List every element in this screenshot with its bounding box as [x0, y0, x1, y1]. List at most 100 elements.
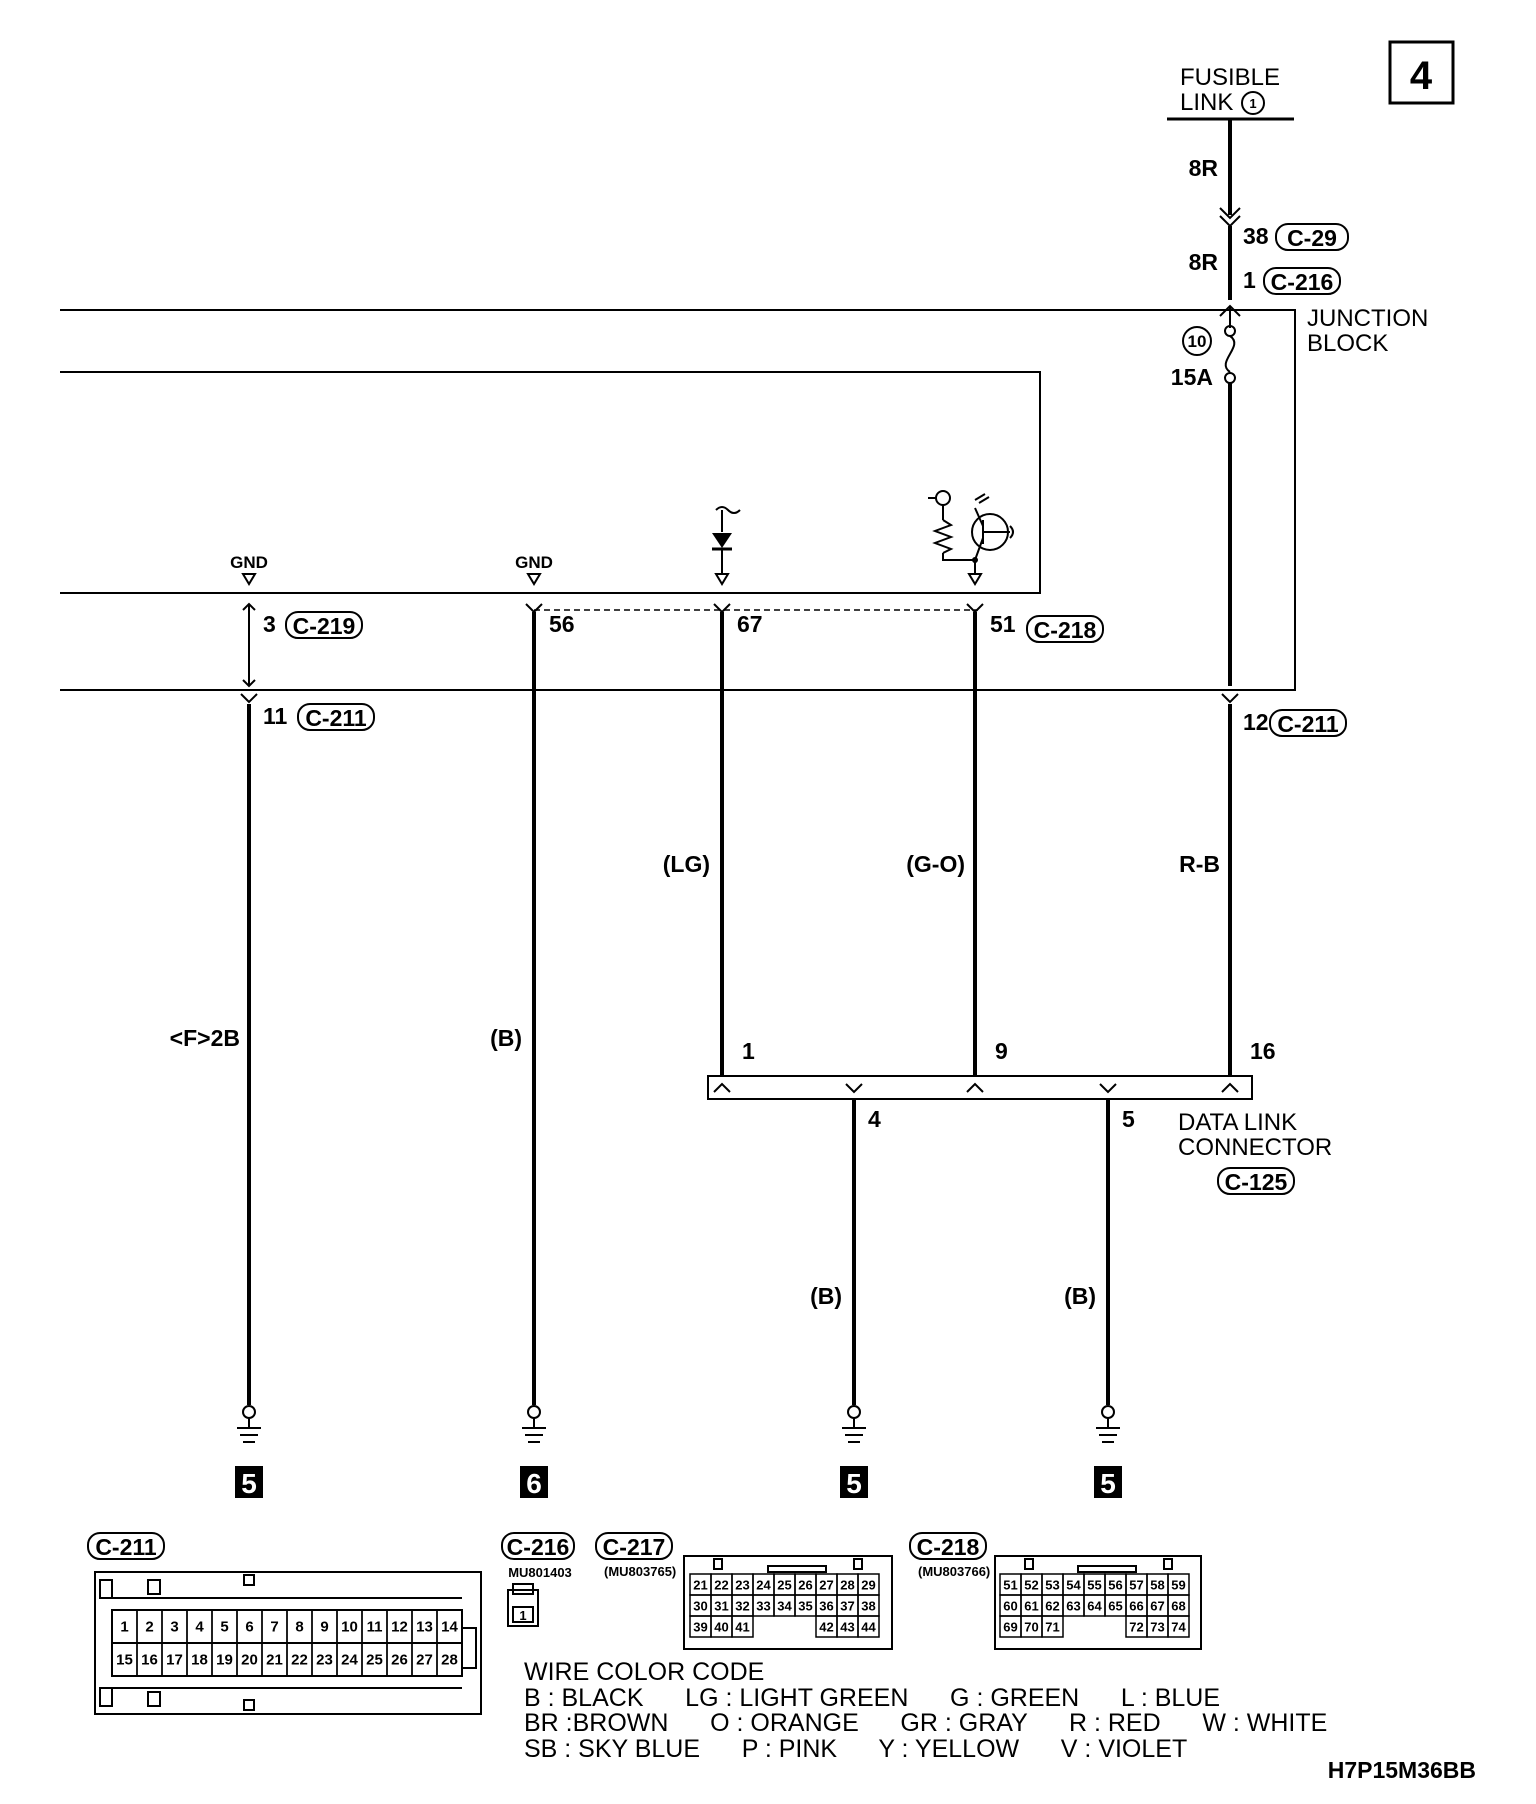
connector-pin-label: 36 — [819, 1599, 833, 1614]
wire-label-dlc-4: (B) — [810, 1283, 842, 1309]
connector-pin-label: 26 — [391, 1652, 408, 1669]
connector-pin-cell — [731, 1615, 754, 1638]
connector-pin-cell — [857, 1615, 880, 1638]
fusible-link-number: 1 — [1249, 96, 1256, 111]
c219-pin-3: 3 — [263, 611, 276, 637]
c219-pin-marker-top — [242, 602, 256, 611]
c218-connector-view — [994, 1555, 1202, 1650]
connector-pin-label: 33 — [756, 1599, 770, 1614]
c217-view-tag-box — [595, 1532, 673, 1560]
connector-pin-label: 22 — [714, 1578, 728, 1593]
c211-tag-box-2 — [1269, 709, 1347, 737]
fuse-number-circle — [1182, 326, 1212, 356]
dlc-pin-5-marker — [1099, 1083, 1117, 1094]
connector-pin-label: 59 — [1171, 1578, 1185, 1593]
fusible-link-label: FUSIBLE — [1180, 64, 1280, 91]
connector-pin-label: 7 — [270, 1619, 278, 1636]
connector-pin-label: 39 — [693, 1620, 707, 1635]
connector-pin-label: 65 — [1108, 1599, 1122, 1614]
connector-pin-label: 20 — [241, 1652, 258, 1669]
connector-pin-label: 29 — [861, 1578, 875, 1593]
connector-pin-label: 58 — [1150, 1578, 1164, 1593]
connector-pin-label: 19 — [216, 1652, 233, 1669]
dlc-pin-16: 16 — [1250, 1038, 1276, 1064]
gnd-label-left: GND — [230, 553, 268, 572]
connector-pin-label: 25 — [366, 1652, 383, 1669]
c219-tag-box — [285, 611, 363, 639]
connector-pin-label: 55 — [1087, 1578, 1101, 1593]
c29-tag: C-29 — [1287, 225, 1337, 251]
connector-pin-label: 74 — [1171, 1620, 1186, 1635]
connector-pin-label: 21 — [693, 1578, 707, 1593]
ground-terminal: 5 — [1094, 1405, 1122, 1499]
connector-pin-label: 28 — [441, 1652, 458, 1669]
fuse-number: 10 — [1188, 332, 1207, 351]
connector-pin-label: 32 — [735, 1599, 749, 1614]
connector-pin-label: 71 — [1045, 1620, 1059, 1635]
c218-pin-56-marker — [525, 603, 543, 614]
connector-pin-label: 10 — [341, 1619, 358, 1636]
connector-pin-label: 52 — [1024, 1578, 1038, 1593]
junction-block-label-2: BLOCK — [1307, 330, 1388, 357]
connector-pin-label: 24 — [756, 1578, 771, 1593]
transistor-collector — [974, 507, 984, 527]
dlc-pin-4-marker — [845, 1083, 863, 1094]
connector-pin-label: 28 — [840, 1578, 854, 1593]
c211-tag: C-211 — [305, 705, 367, 731]
connector-pin-label: 42 — [819, 1620, 833, 1635]
connector-pin-label: 63 — [1066, 1599, 1080, 1614]
data-link-connector — [707, 1075, 1253, 1100]
connector-pin-label: 23 — [316, 1652, 333, 1669]
svg-text:5: 5 — [846, 1468, 862, 1499]
connector-pin-label: 40 — [714, 1620, 728, 1635]
c211-tag-2: C-211 — [1277, 711, 1339, 737]
wire-label-c218-56: (B) — [490, 1025, 522, 1051]
connector-pin-label: 35 — [798, 1599, 812, 1614]
dlc-pin-1-marker — [713, 1082, 731, 1093]
wire-label-c211-11: <F>2B — [170, 1025, 240, 1051]
connector-pin-label: 30 — [693, 1599, 707, 1614]
fuse-element — [1224, 335, 1236, 373]
connector-pin-label: 21 — [266, 1652, 283, 1669]
resistor-icon — [932, 519, 954, 554]
connector-pin-label: 31 — [714, 1599, 728, 1614]
dlc-pin-16-marker — [1221, 1082, 1239, 1093]
transistor-arrow — [967, 573, 983, 586]
connector-pin-label: 17 — [166, 1652, 183, 1669]
ground-terminal: 5 — [840, 1405, 868, 1499]
c218-pin-56: 56 — [549, 611, 575, 637]
c218-pin-51-marker — [966, 603, 984, 614]
page-number: 4 — [1410, 54, 1433, 98]
connector-pin-cell — [1041, 1615, 1064, 1638]
c216-view-tag-box — [501, 1532, 575, 1560]
resistor-lead-bottom — [942, 553, 975, 561]
connector-pin-label: 13 — [416, 1619, 433, 1636]
c125-tag-box — [1217, 1167, 1295, 1195]
c218-pin-67-marker — [713, 603, 731, 614]
c216-connector-view — [507, 1583, 539, 1627]
c218-tag-box — [1026, 615, 1104, 643]
connector-pin-label: 24 — [341, 1652, 358, 1669]
c218-view-tag: C-218 — [917, 1534, 980, 1560]
c125-tag: C-125 — [1225, 1169, 1288, 1195]
dlc-pin-9: 9 — [995, 1038, 1008, 1064]
c211-pin-12: 12 — [1243, 709, 1269, 735]
fusible-link-number-circle — [1241, 91, 1265, 115]
wire-color-code-line-2: BR :BROWN O : ORANGE GR : GRAY R : RED W… — [524, 1709, 1327, 1737]
c211-pin-11-marker — [240, 693, 258, 704]
junction-block-frame — [60, 309, 1296, 691]
ground-terminal: 6 — [520, 1405, 548, 1499]
connector-pin-label: 38 — [861, 1599, 875, 1614]
c219-pin-marker-bottom — [242, 679, 256, 688]
connector-pin-label: 3 — [170, 1619, 178, 1636]
page-number-box — [1388, 40, 1455, 105]
fusible-link-label-2: LINK — [1180, 89, 1233, 116]
c218-tag: C-218 — [1034, 617, 1097, 643]
wire-color-code-title: WIRE COLOR CODE — [524, 1658, 764, 1686]
c217-part-number: (MU803765) — [604, 1564, 676, 1579]
connector-pin-label: 37 — [840, 1599, 854, 1614]
